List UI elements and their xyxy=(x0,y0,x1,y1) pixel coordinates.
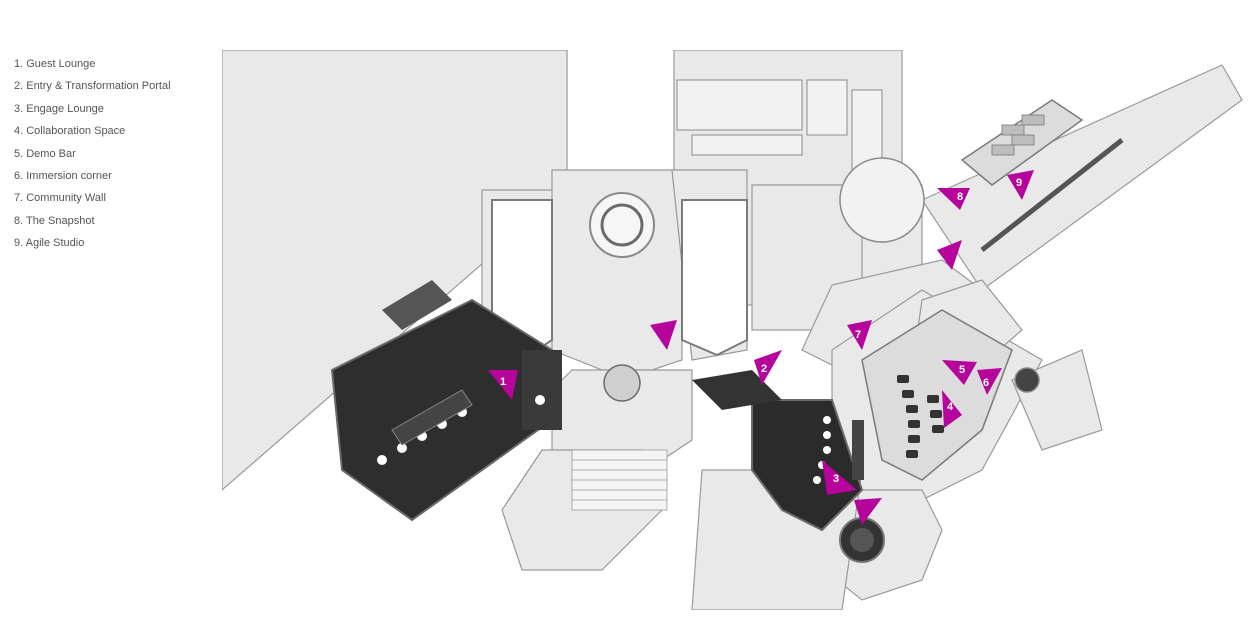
legend-item-collaboration-space: 4. Collaboration Space xyxy=(14,125,126,138)
svg-text:8: 8 xyxy=(957,191,963,203)
rotunda xyxy=(589,157,925,402)
svg-text:1: 1 xyxy=(500,376,506,388)
svg-text:9: 9 xyxy=(1016,177,1022,189)
view-marker-unnumbered-center[interactable] xyxy=(650,320,677,350)
view-marker-8[interactable]: 8 xyxy=(937,188,970,210)
agile-studio-area xyxy=(960,99,1124,252)
courtyards xyxy=(491,199,748,362)
legend-item-immersion-corner: 6. Immersion corner xyxy=(14,170,112,183)
view-marker-1[interactable]: 1 xyxy=(488,370,518,400)
legend-item-guest-lounge: 1. Guest Lounge xyxy=(14,58,96,70)
collaboration-area xyxy=(861,309,1040,481)
view-marker-unnumbered-east[interactable] xyxy=(937,240,962,270)
east-wing-dark-rooms xyxy=(692,370,885,563)
svg-text:4: 4 xyxy=(947,401,954,413)
svg-text:5: 5 xyxy=(959,364,965,376)
svg-text:6: 6 xyxy=(983,377,989,389)
view-marker-unnumbered-south[interactable] xyxy=(854,498,882,525)
west-wing-dark-rooms xyxy=(330,280,562,522)
legend-item-demo-bar: 5. Demo Bar xyxy=(14,147,76,160)
view-marker-5[interactable]: 5 xyxy=(942,360,977,385)
floor-plan-drawing: 1 2 3 4 5 6 7 xyxy=(222,50,1243,610)
svg-text:2: 2 xyxy=(761,363,767,375)
legend-item-snapshot: 8. The Snapshot xyxy=(14,214,95,227)
legend-item-agile-studio: 9. Agile Studio xyxy=(14,237,85,250)
floor-plan: 1 2 3 4 5 6 7 xyxy=(222,50,1258,610)
svg-text:3: 3 xyxy=(833,473,839,485)
view-marker-4[interactable]: 4 xyxy=(942,390,962,428)
view-markers: 1 2 3 4 5 6 7 xyxy=(488,170,1034,525)
svg-text:7: 7 xyxy=(855,329,861,341)
view-marker-6[interactable]: 6 xyxy=(977,368,1002,395)
legend-item-engage-lounge: 3. Engage Lounge xyxy=(14,102,104,115)
legend-item-entry-portal: 2. Entry & Transformation Portal xyxy=(14,80,171,93)
view-marker-9[interactable]: 9 xyxy=(1007,170,1034,200)
view-marker-2[interactable]: 2 xyxy=(754,350,782,385)
entrance-stairs xyxy=(571,449,668,511)
view-marker-7[interactable]: 7 xyxy=(847,320,872,350)
floor-plan-legend: 1. Guest Lounge 2. Entry & Transformatio… xyxy=(14,53,171,255)
legend-item-community-wall: 7. Community Wall xyxy=(14,192,106,205)
view-marker-3[interactable]: 3 xyxy=(822,460,857,495)
